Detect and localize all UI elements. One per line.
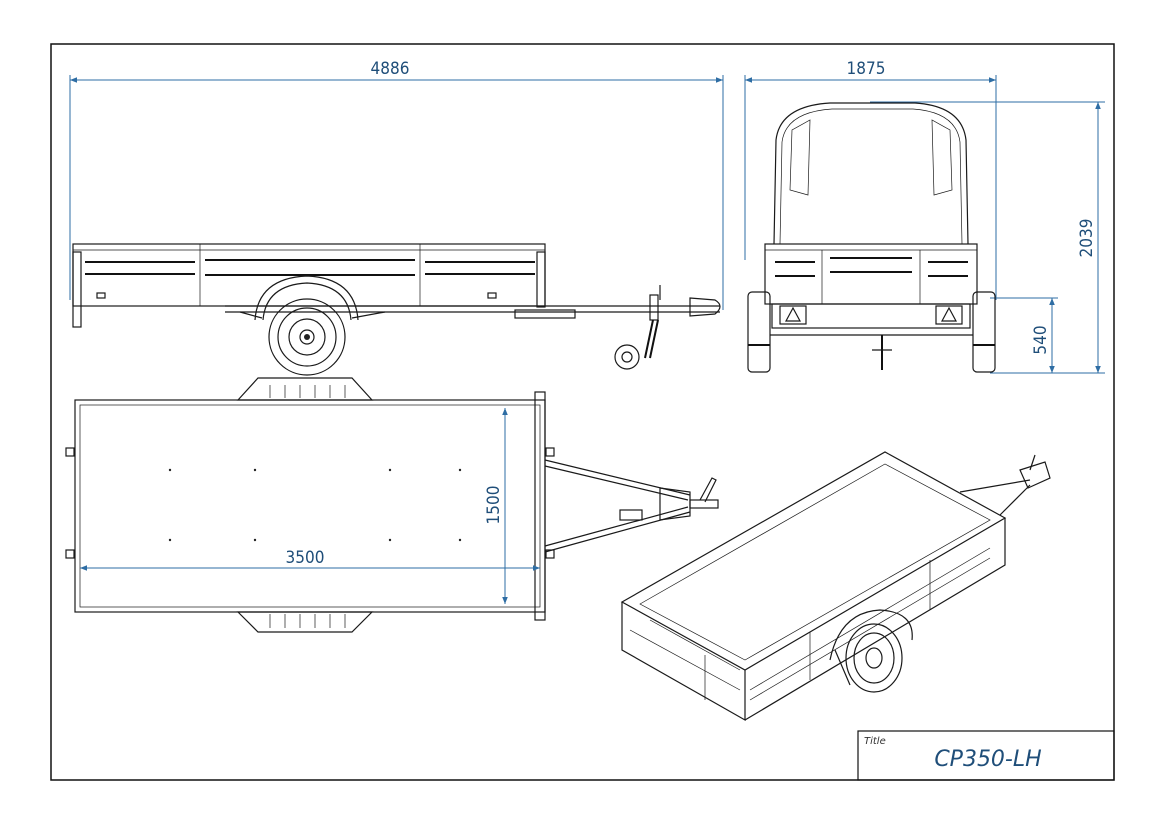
height-dimension: 2039 bbox=[1077, 219, 1097, 258]
length-dimension: 4886 bbox=[371, 59, 410, 79]
width-dimension: 1875 bbox=[847, 59, 886, 79]
side-wheel bbox=[268, 298, 346, 376]
rear-view: 1875 2039 540 bbox=[744, 59, 1105, 374]
deck-height-dimension: 540 bbox=[1031, 325, 1051, 354]
iso-wheel bbox=[845, 623, 903, 693]
title-block: Title CP350-LH bbox=[857, 730, 1115, 781]
title-value: CP350-LH bbox=[934, 747, 1041, 772]
rear-wheel-right bbox=[972, 291, 996, 373]
side-view: 4886 bbox=[69, 59, 724, 376]
title-block-frame bbox=[857, 730, 1115, 781]
isometric-view bbox=[620, 451, 1051, 722]
top-view: 3500 1500 bbox=[65, 377, 719, 633]
rear-wheel-left bbox=[747, 291, 771, 373]
title-label: Title bbox=[864, 736, 886, 747]
box-width-dimension: 1500 bbox=[484, 486, 504, 525]
box-length-dimension: 3500 bbox=[286, 548, 325, 568]
drawing-frame bbox=[50, 43, 1115, 781]
